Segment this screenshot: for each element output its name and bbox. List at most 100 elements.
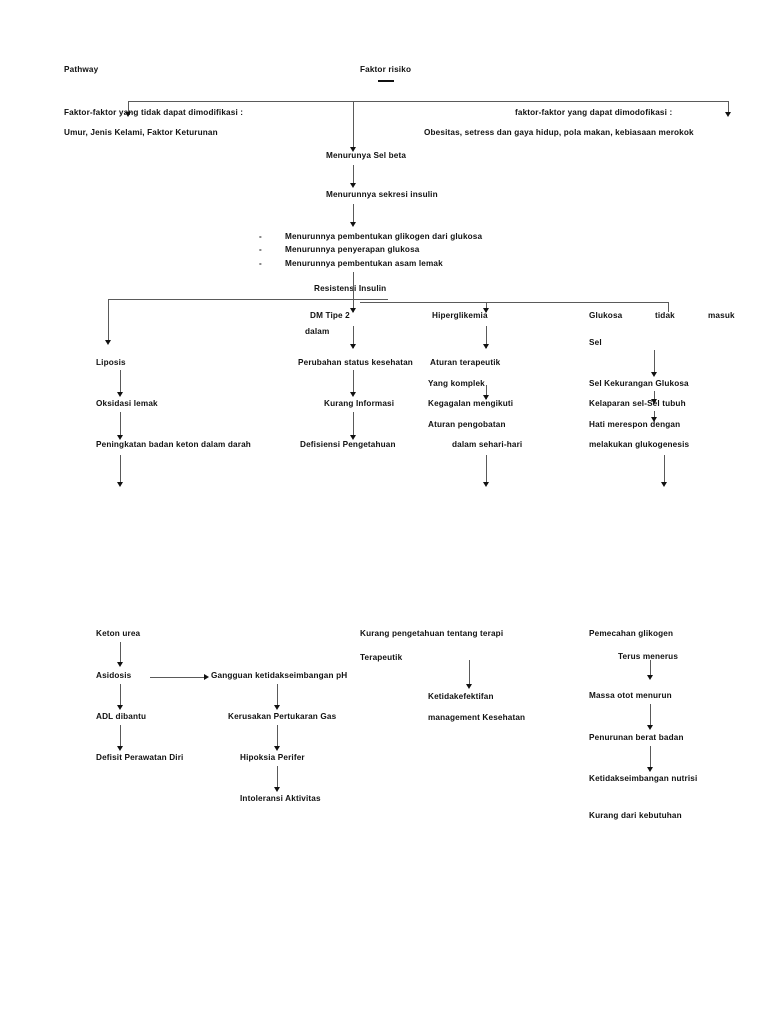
arrow-to-sekresi-insulin	[350, 183, 356, 188]
arrow-to-penurunan-berat-badan	[647, 725, 653, 730]
arrow-to-hipoksia-perifer	[274, 746, 280, 751]
connector-hipoksia-to-intoleransi	[277, 766, 278, 790]
arrow-to-defisiensi-pengetahuan	[350, 435, 356, 440]
arrow-to-dm-tipe2	[350, 308, 356, 313]
connector-asidosis-to-adl	[120, 684, 121, 708]
node-kurang-informasi: Kurang Informasi	[324, 399, 395, 408]
node-defisit-perawatan-diri: Defisit Perawatan Diri	[96, 753, 184, 762]
arrow-to-liposis	[105, 340, 111, 345]
node-terapeutik: Terapeutik	[360, 653, 403, 662]
node-intoleransi-aktivitas: Intoleransi Aktivitas	[240, 794, 321, 803]
node-asidosis: Asidosis	[96, 671, 132, 680]
arrow-to-sel-kekurangan-glukosa	[651, 372, 657, 377]
connector-gas-to-hipoksia	[277, 725, 278, 749]
node-ketidakseimbangan-nutrisi: Ketidakseimbangan nutrisi	[589, 774, 698, 783]
arrow-to-aturan-terapeutik	[483, 344, 489, 349]
arrow-to-hati-merespon	[651, 417, 657, 422]
arrow-to-sel-beta	[350, 147, 356, 152]
connector-kekurangan-to-kelaparan	[654, 391, 655, 403]
connector-dm-to-perubahan	[353, 326, 354, 348]
node-peningkatan-badan-keton: Peningkatan badan keton dalam darah	[96, 440, 251, 449]
bullet-marker: -	[259, 232, 262, 241]
connector-komplek-to-kegagalan	[486, 385, 487, 399]
node-kerusakan-pertukaran-gas: Kerusakan Pertukaran Gas	[228, 712, 337, 721]
bullet-marker: -	[259, 259, 262, 268]
node-liposis: Liposis	[96, 358, 126, 367]
node-menurunnya-sekresi-insulin: Menurunnya sekresi insulin	[326, 190, 438, 199]
connector-branch-dm-tipe2	[353, 302, 354, 312]
connector-keton-long-drop	[120, 455, 121, 485]
node-management-kesehatan: management Kesehatan	[428, 713, 526, 722]
bullet-item-3: - Menurunnya pembentukan asam lemak	[259, 258, 443, 271]
arrow-to-kelaparan-sel	[651, 399, 657, 404]
node-aturan-terapeutik: Aturan terapeutik	[430, 358, 501, 367]
bullet-item-1: -Menurunnya pembentukan glikogen dari gl…	[259, 231, 482, 244]
connector-top-left-drop	[128, 101, 129, 114]
arrow-to-kegagalan-mengikuti	[483, 395, 489, 400]
connector-perubahan-to-kurang-informasi	[353, 370, 354, 395]
connector-sehari-hari-long-drop	[486, 455, 487, 485]
bullet-item-2-label: Menurunnya penyerapan glukosa	[285, 245, 420, 254]
connector-kelaparan-to-hati	[654, 411, 655, 421]
page-title: Pathway	[64, 65, 99, 74]
node-perubahan-status-kesehatan: Perubahan status kesehatan	[298, 358, 413, 367]
arrow-to-oksidasi-lemak	[117, 392, 123, 397]
connector-oksidasi-to-keton	[120, 412, 121, 438]
connector-informasi-to-defisiensi	[353, 412, 354, 438]
connector-asidosis-to-gangguan-ph	[150, 677, 206, 678]
arrow-to-kerusakan-pertukaran-gas	[274, 705, 280, 710]
node-hipoksia-perifer: Hipoksia Perifer	[240, 753, 305, 762]
node-resistensi-insulin: Resistensi Insulin	[314, 284, 387, 293]
connector-branch-bar-right	[360, 302, 668, 303]
node-defisiensi-pengetahuan: Defisiensi Pengetahuan	[300, 440, 396, 449]
node-melakukan-glukogenesis: melakukan glukogenesis	[589, 440, 690, 449]
node-kegagalan-mengikuti: Kegagalan mengikuti	[428, 399, 514, 408]
connector-hiper-to-aturan	[486, 326, 487, 348]
connector-massa-otot-to-penurunan-bb	[650, 704, 651, 728]
node-kelaparan-sel-tubuh: Kelaparan sel-Sel tubuh	[589, 399, 686, 408]
node-hiperglikemia: Hiperglikemia	[432, 311, 488, 320]
node-kurang-pengetahuan-terapi: Kurang pengetahuan tentang terapi	[360, 629, 504, 638]
arrow-to-adl-dibantu	[117, 705, 123, 710]
arrow-to-perubahan-status	[350, 344, 356, 349]
arrow-to-modifiable	[725, 112, 731, 117]
connector-branch-liposis	[108, 299, 109, 343]
connector-adl-to-defisit	[120, 725, 121, 749]
node-glukosa-sel: Sel	[589, 338, 602, 347]
connector-sekresi-to-bullets	[353, 204, 354, 224]
connector-keton-urea-to-asidosis	[120, 642, 121, 665]
bullet-marker: -	[259, 245, 262, 254]
arrow-glukogenesis-to-lower	[661, 482, 667, 487]
node-glukosa-tidak: tidak	[655, 311, 675, 320]
arrow-to-bullet-list	[350, 222, 356, 227]
connector-terus-menerus-to-massa-otot	[650, 660, 651, 678]
node-menurunya-sel-beta: Menurunya Sel beta	[326, 151, 407, 160]
node-dalam-sehari-hari: dalam sehari-hari	[452, 440, 523, 449]
arrow-to-massa-otot-menurun	[647, 675, 653, 680]
bullet-item-2: - Menurunnya penyerapan glukosa	[259, 244, 419, 257]
arrow-to-ketidakseimbangan-nutrisi	[647, 767, 653, 772]
connector-glukogenesis-long-drop	[664, 455, 665, 485]
node-sel-kekurangan-glukosa: Sel Kekurangan Glukosa	[589, 379, 689, 388]
connector-branch-glukosa	[668, 302, 669, 312]
bullet-item-3-label: Menurunnya pembentukan asam lemak	[285, 259, 443, 268]
node-yang-komplek: Yang komplek	[428, 379, 485, 388]
connector-resistensi-drop	[353, 284, 354, 309]
non-modifiable-title: Faktor-faktor yang tidak dapat dimodifik…	[64, 108, 244, 117]
node-glukosa-masuk: masuk	[708, 311, 735, 320]
root-underline	[378, 80, 394, 82]
arrow-to-ketidakefektifan	[466, 684, 472, 689]
node-terus-menerus: Terus menerus	[618, 652, 679, 661]
connector-branch-bar-left	[108, 299, 388, 300]
node-aturan-pengobatan: Aturan pengobatan	[428, 420, 506, 429]
arrow-to-hiperglikemia	[483, 308, 489, 313]
arrow-to-peningkatan-keton	[117, 435, 123, 440]
node-penurunan-berat-badan: Penurunan berat badan	[589, 733, 684, 742]
connector-top-right-drop	[728, 101, 729, 114]
node-keton-urea: Keton urea	[96, 629, 141, 638]
connector-terapeutik-to-ketidakefektifan	[469, 660, 470, 687]
arrow-to-kurang-informasi	[350, 392, 356, 397]
node-dm-tipe-2: DM Tipe 2	[310, 311, 350, 320]
modifiable-title: faktor-faktor yang dapat dimodofikasi :	[515, 108, 673, 117]
node-gangguan-ketidakseimbangan-ph: Gangguan ketidakseimbangan pH	[211, 671, 348, 680]
